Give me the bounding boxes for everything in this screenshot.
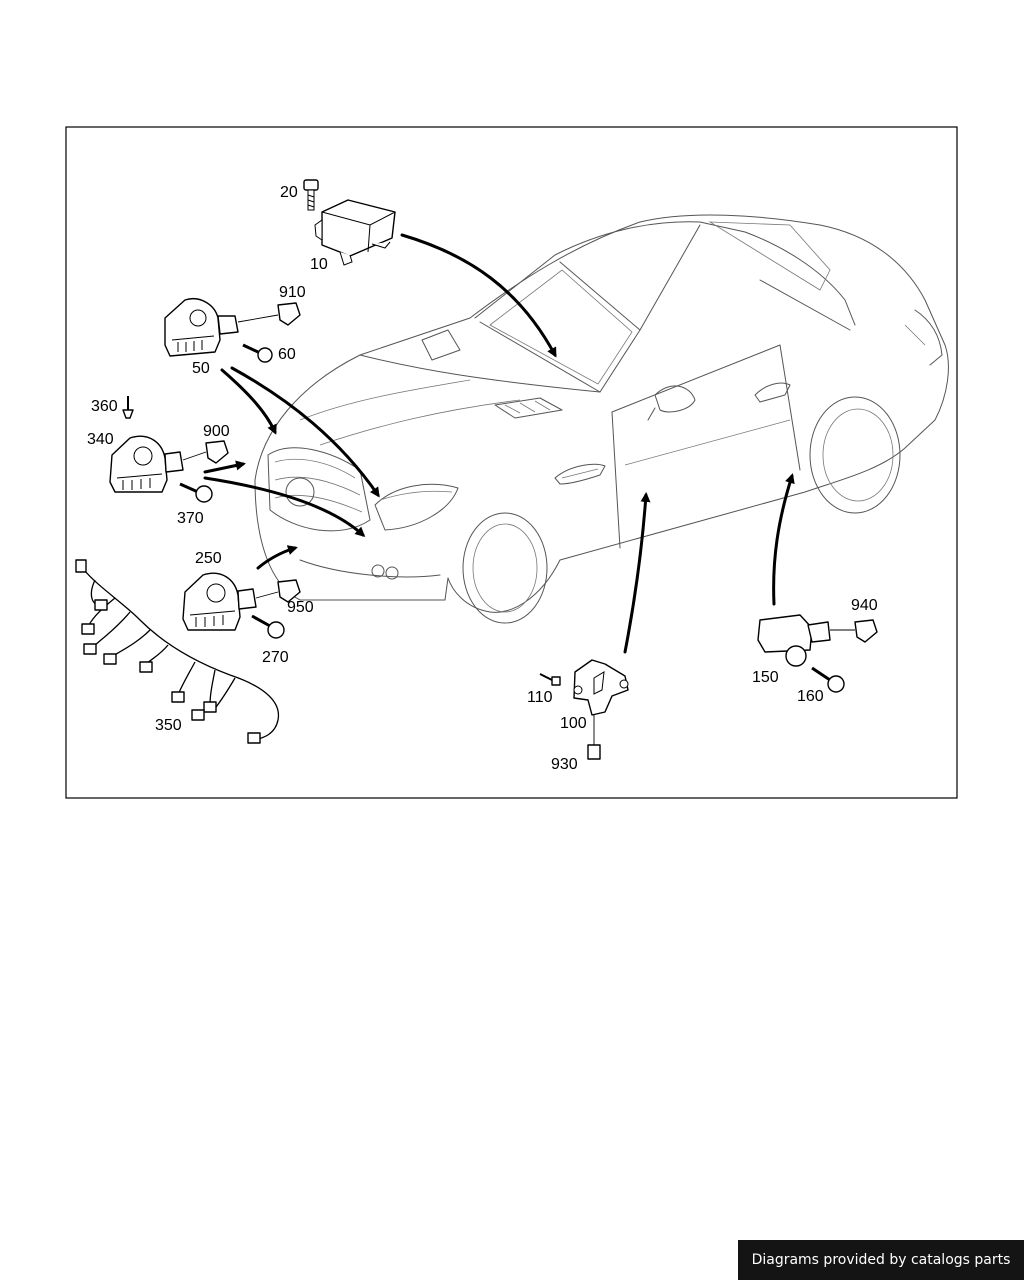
arrow-250: [256, 545, 298, 570]
part-110-clip[interactable]: [539, 673, 561, 686]
arrow-340a: [203, 460, 246, 474]
arrow-100: [623, 492, 651, 654]
part-910-plug[interactable]: [237, 302, 301, 326]
part-360-clip[interactable]: [122, 396, 134, 419]
callout-110: 110: [527, 689, 553, 706]
credit-banner: Diagrams provided by catalogs parts: [738, 1240, 1024, 1280]
callout-100: 100: [560, 715, 587, 732]
part-270-screw[interactable]: [251, 614, 285, 639]
arrow-340b: [203, 476, 366, 538]
part-950-plug[interactable]: [255, 579, 301, 603]
callout-370: 370: [177, 510, 204, 527]
car-illustration: [254, 214, 949, 624]
callout-950: 950: [287, 599, 314, 616]
callout-150: 150: [752, 669, 779, 686]
callout-360: 360: [91, 398, 118, 415]
callout-350: 350: [155, 717, 182, 734]
callout-60: 60: [278, 346, 296, 363]
diagram-frame: [65, 126, 958, 799]
part-340-sensor[interactable]: [109, 435, 184, 493]
callout-160: 160: [797, 688, 824, 705]
location-arrows: [203, 233, 795, 654]
callout-900: 900: [203, 423, 230, 440]
callout-910: 910: [279, 284, 306, 301]
part-50-sensor[interactable]: [164, 298, 239, 357]
arrow-50a: [220, 368, 277, 435]
callout-50: 50: [192, 360, 210, 377]
part-900-plug[interactable]: [182, 440, 229, 464]
part-350-wiring-harness[interactable]: [75, 559, 280, 744]
callout-270: 270: [262, 649, 289, 666]
arrow-50b: [230, 366, 380, 498]
part-940-plug[interactable]: [830, 619, 878, 643]
arrow-10: [400, 233, 557, 358]
part-370-screw[interactable]: [179, 482, 213, 503]
callout-940: 940: [851, 597, 878, 614]
callout-930: 930: [551, 756, 578, 773]
part-100-sensor[interactable]: [573, 659, 629, 760]
part-160-screw[interactable]: [811, 666, 845, 693]
part-10-control-unit[interactable]: [314, 199, 396, 266]
part-60-screw[interactable]: [242, 343, 273, 363]
part-250-sensor[interactable]: [182, 572, 257, 631]
callout-340: 340: [87, 431, 114, 448]
callout-20: 20: [280, 184, 298, 201]
callout-10: 10: [310, 256, 328, 273]
callout-250: 250: [195, 550, 222, 567]
part-150-sensor[interactable]: [757, 614, 831, 667]
arrow-150: [772, 473, 795, 606]
part-20-screw[interactable]: [303, 179, 319, 211]
